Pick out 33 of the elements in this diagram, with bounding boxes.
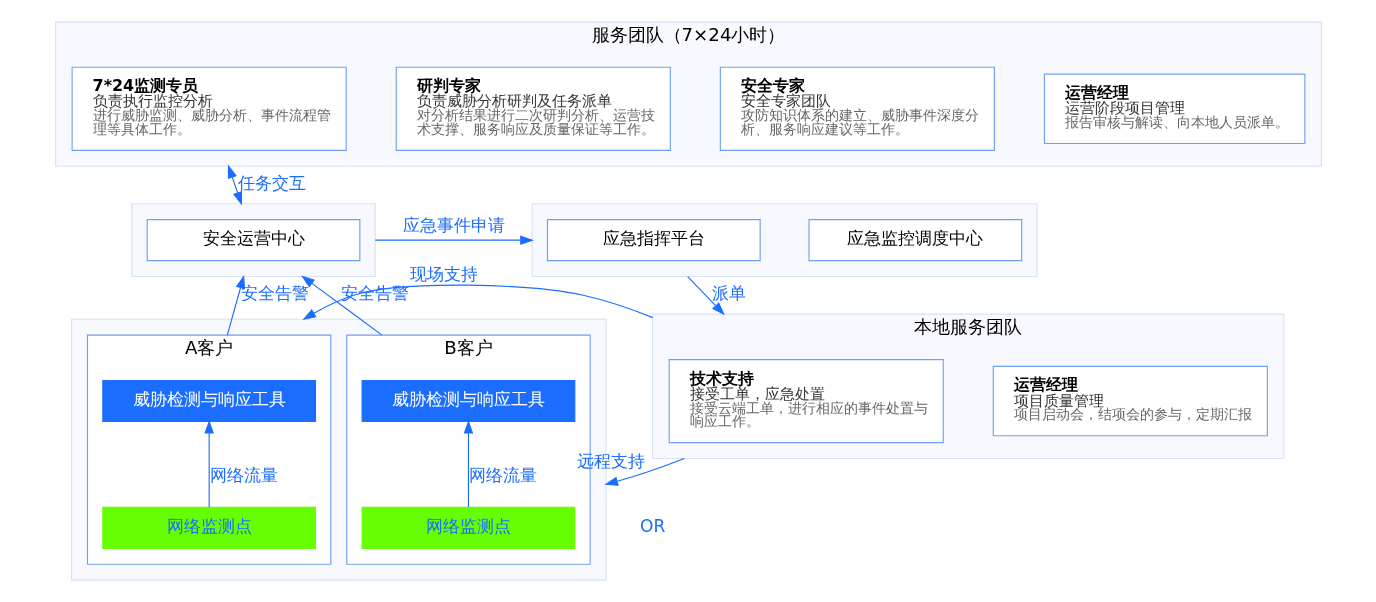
edge-label: 现场支持: [409, 263, 478, 284]
node-box: 技术支持 接受工单，应急处置 接受云端工单，进行相应的事件处置与响应工作。: [668, 359, 944, 444]
label: OR: [639, 515, 665, 536]
arrow: [463, 419, 473, 508]
node-box: 运营经理 运营阶段项目管理 报告审核与解读、向本地人员派单。: [1043, 73, 1305, 145]
edge-label: 网络流量: [209, 465, 278, 486]
arrow: [226, 274, 245, 336]
edge-label: 远程支持: [576, 450, 645, 471]
node-box: 应急监控调度中心: [807, 219, 1022, 262]
arrow: [374, 235, 534, 245]
node-box: 威胁检测与响应工具: [361, 380, 575, 423]
edge-label: 安全告警: [240, 283, 309, 304]
arrow: [227, 164, 242, 206]
node-box: 威胁检测与响应工具: [101, 380, 316, 423]
edge-label: 派单: [711, 283, 746, 304]
arrow: [302, 284, 653, 321]
edge-label: 应急事件申请: [402, 215, 505, 236]
node-box: 运营经理 项目质量管理 项目启动会，结项会的参与，定期汇报: [992, 365, 1268, 437]
node-box: 网络监测点: [361, 506, 575, 549]
node-box: 安全专家 安全专家团队 攻防知识体系的建立、威胁事件深度分析、服务响应建议等工作。: [719, 66, 995, 151]
edge-label: 任务交互: [237, 172, 306, 193]
node-box: 应急指挥平台: [546, 219, 761, 262]
node-box: 网络监测点: [101, 506, 316, 549]
arrow: [603, 457, 685, 486]
node-box: 研判专家 负责威胁分析研判及任务派单 对分析结果进行二次研判分析、运营技术支撑、服务响应及质量保证等工作。: [395, 66, 671, 151]
arrow: [203, 419, 214, 508]
arrow: [300, 275, 382, 336]
node-box: 安全运营中心: [146, 219, 360, 262]
cluster: [531, 203, 1038, 278]
arrow: [686, 276, 725, 316]
node-box: 7*24监测专员 负责执行监控分析 进行威胁监测、威胁分析、事件流程管理等具体工作。: [71, 66, 347, 151]
edge-label: 网络流量: [468, 465, 537, 486]
cluster: [130, 203, 376, 278]
